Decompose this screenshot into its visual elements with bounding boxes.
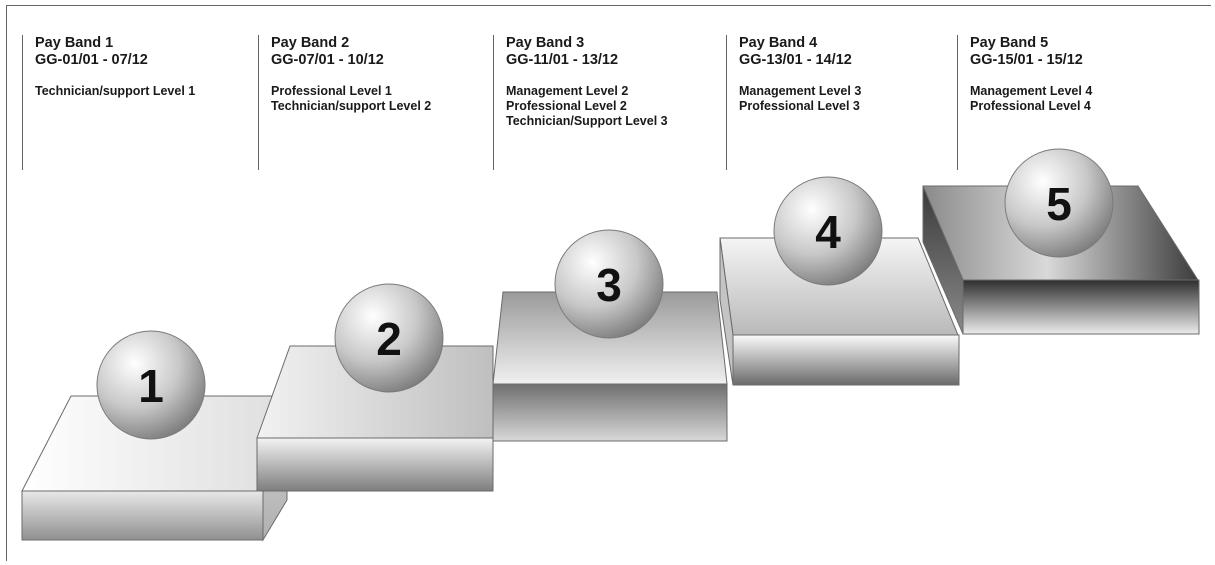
step-number-2: 2 [376,313,402,365]
band-grade-range: GG-01/01 - 07/12 [35,52,148,68]
band-levels: Management Level 4 Professional Level 4 [970,84,1182,114]
band-level: Technician/support Level 2 [271,99,432,113]
band-column-2: Pay Band 2 GG-07/01 - 10/12 Professional… [258,35,483,170]
band-level: Professional Level 4 [970,99,1091,113]
sphere-1 [96,330,206,440]
band-levels: Professional Level 1 Technician/support … [271,84,483,114]
sphere-3 [554,229,664,339]
band-level: Technician/support Level 1 [35,84,196,98]
band-level: Professional Level 1 [271,84,392,98]
band-title: Pay Band 2 [271,35,350,51]
band-level: Management Level 4 [970,84,1093,98]
band-level: Management Level 2 [506,84,629,98]
band-title: Pay Band 4 [739,35,818,51]
band-levels: Technician/support Level 1 [35,84,247,99]
sphere-5 [1004,148,1114,258]
band-grade-range: GG-13/01 - 14/12 [739,52,852,68]
band-column-3: Pay Band 3 GG-11/01 - 13/12 Management L… [493,35,718,170]
step-number-1: 1 [138,360,164,412]
step-number-5: 5 [1046,178,1072,230]
sphere-4 [773,176,883,286]
step-block-2 [256,345,494,492]
diagram-frame [6,5,1211,561]
band-level: Professional Level 3 [739,99,860,113]
step-number-3: 3 [596,259,622,311]
step-number-4: 4 [815,206,841,258]
band-grade-range: GG-07/01 - 10/12 [271,52,384,68]
band-grade-range: GG-15/01 - 15/12 [970,52,1083,68]
band-grade-range: GG-11/01 - 13/12 [506,52,619,68]
band-title: Pay Band 3 [506,35,585,51]
band-levels: Management Level 3 Professional Level 3 [739,84,951,114]
band-level: Professional Level 2 [506,99,627,113]
sphere-2 [334,283,444,393]
band-column-4: Pay Band 4 GG-13/01 - 14/12 Management L… [726,35,951,170]
band-level: Management Level 3 [739,84,862,98]
band-level: Technician/Support Level 3 [506,114,668,128]
band-title: Pay Band 5 [970,35,1049,51]
step-block-4 [719,237,960,386]
band-column-1: Pay Band 1 GG-01/01 - 07/12 Technician/s… [22,35,247,170]
band-levels: Management Level 2 Professional Level 2 … [506,84,718,129]
band-title: Pay Band 1 [35,35,114,51]
band-column-5: Pay Band 5 GG-15/01 - 15/12 Management L… [957,35,1182,170]
